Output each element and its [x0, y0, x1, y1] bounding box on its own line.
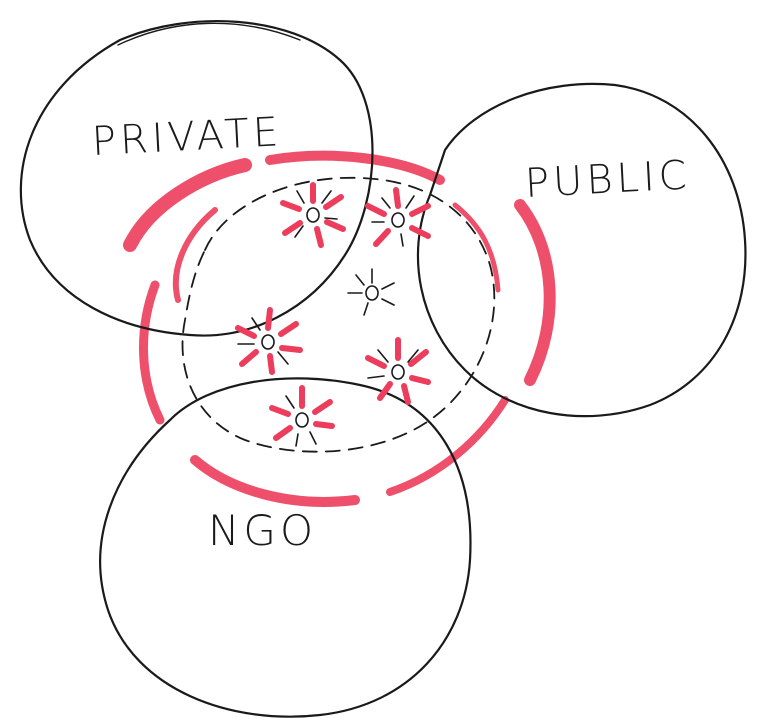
- private-circle-second-stroke: [117, 22, 301, 46]
- hub-node: [365, 337, 431, 405]
- label-public: PUBLIC: [524, 152, 692, 207]
- ngo-circle: [99, 377, 472, 718]
- label-private: PRIVATE: [91, 109, 284, 165]
- dashed-hub-boundary: [181, 176, 496, 453]
- red-brush-ring: [123, 150, 556, 507]
- hub-node: [269, 385, 335, 447]
- hub-node: [347, 268, 395, 316]
- hub-node: [365, 187, 431, 247]
- public-circle: [416, 82, 747, 418]
- hub-node: [235, 307, 303, 375]
- private-circle: [19, 20, 374, 337]
- hub-node: [280, 182, 346, 248]
- label-ngo: NGO: [208, 506, 317, 555]
